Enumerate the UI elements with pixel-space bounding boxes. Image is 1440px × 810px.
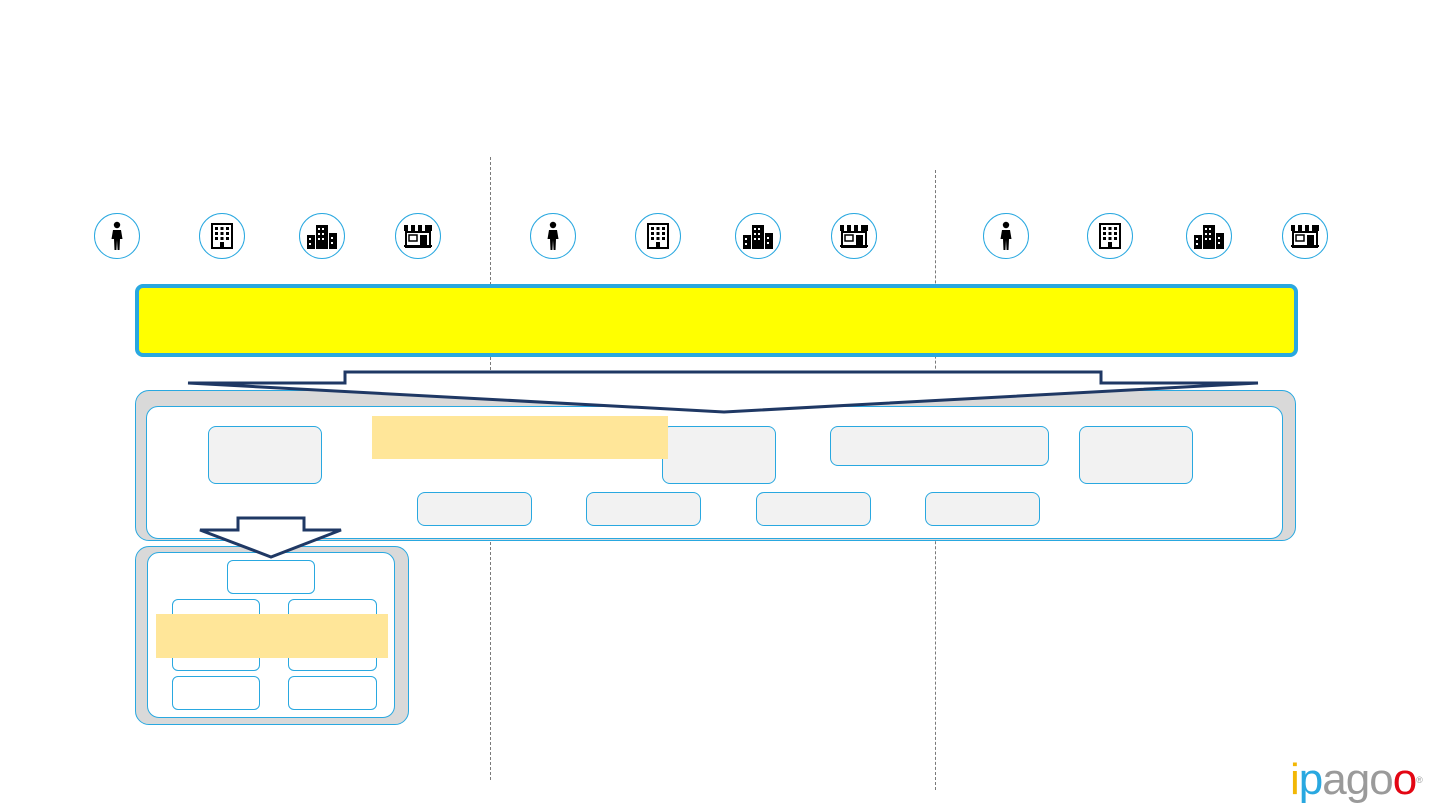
person-icon	[530, 213, 576, 259]
shop-icon	[831, 213, 877, 259]
office-building-icon	[1087, 213, 1133, 259]
office-building-icon	[199, 213, 245, 259]
city-buildings-icon	[1186, 213, 1232, 259]
platform-small-box-3	[756, 492, 871, 526]
detail-top-box	[227, 560, 315, 594]
office-building-icon	[635, 213, 681, 259]
city-buildings-icon	[299, 213, 345, 259]
platform-box-4	[1079, 426, 1193, 484]
platform-highlight	[372, 416, 668, 459]
yellow-banner	[135, 284, 1298, 357]
platform-small-box-4	[925, 492, 1040, 526]
shop-icon	[395, 213, 441, 259]
platform-small-box-1	[417, 492, 532, 526]
person-icon	[983, 213, 1029, 259]
city-buildings-icon	[735, 213, 781, 259]
detail-highlight	[156, 614, 388, 658]
detail-box-right-2	[288, 676, 377, 710]
platform-box-3	[830, 426, 1049, 466]
platform-small-box-2	[586, 492, 701, 526]
platform-box-1	[208, 426, 322, 484]
funnel-arrow	[187, 370, 1259, 414]
down-arrow	[199, 516, 342, 559]
detail-box-left-2	[172, 676, 260, 710]
person-icon	[94, 213, 140, 259]
shop-icon	[1282, 213, 1328, 259]
ipagoo-logo: ipagoo®	[1290, 755, 1423, 804]
platform-box-2	[662, 426, 776, 484]
